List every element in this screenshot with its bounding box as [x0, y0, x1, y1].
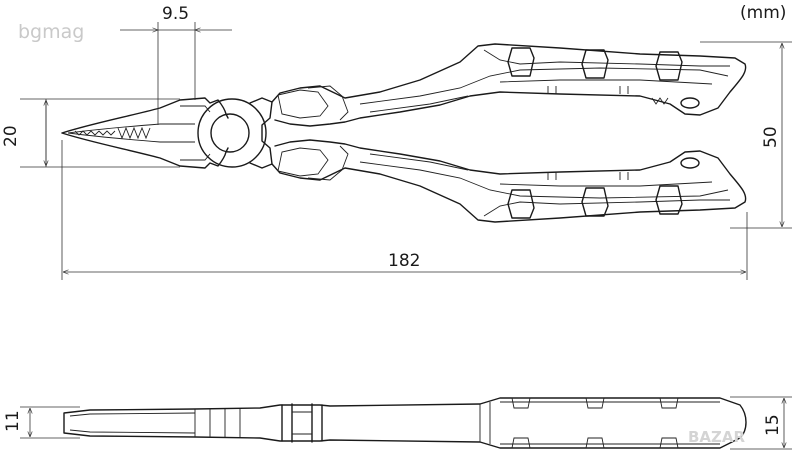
- pivot-outer: [197, 98, 267, 168]
- unit-label: (mm): [740, 3, 786, 23]
- side-outline: [63, 397, 747, 449]
- dim-jaw-width-label: 9.5: [162, 4, 189, 24]
- upper-handle-outline: [271, 43, 747, 127]
- upper-handle-hole: [680, 97, 700, 109]
- dim-jaw-width: 9.5: [120, 4, 232, 125]
- jaw-teeth: [74, 126, 151, 140]
- dim-side-head-thickness: 11: [3, 406, 80, 439]
- dim-side-handle-thickness: 15: [730, 396, 792, 450]
- lower-grip-studs: [507, 185, 683, 219]
- dim-head-height: 20: [1, 98, 180, 168]
- jaw-outline: [61, 97, 229, 169]
- dim-handle-span-label: 50: [761, 126, 781, 148]
- lower-handle-outline: [271, 139, 747, 223]
- pliers-top-view: [61, 43, 747, 223]
- dim-total-length-label: 182: [388, 251, 420, 271]
- upper-grip-studs: [507, 47, 683, 81]
- pivot-hole: [210, 113, 250, 153]
- lower-handle-hole: [680, 157, 700, 169]
- side-grip-studs: [511, 397, 679, 449]
- dim-head-height-label: 20: [1, 125, 21, 147]
- dim-side-handle-thickness-label: 15: [763, 414, 783, 436]
- dim-handle-span: 50: [700, 41, 792, 229]
- pliers-side-view: [63, 397, 747, 449]
- watermark-corner: BAZAR: [688, 428, 746, 446]
- dim-total-length: 182: [61, 140, 748, 280]
- dim-side-head-thickness-label: 11: [3, 410, 23, 432]
- watermark: bgmag: [18, 21, 84, 43]
